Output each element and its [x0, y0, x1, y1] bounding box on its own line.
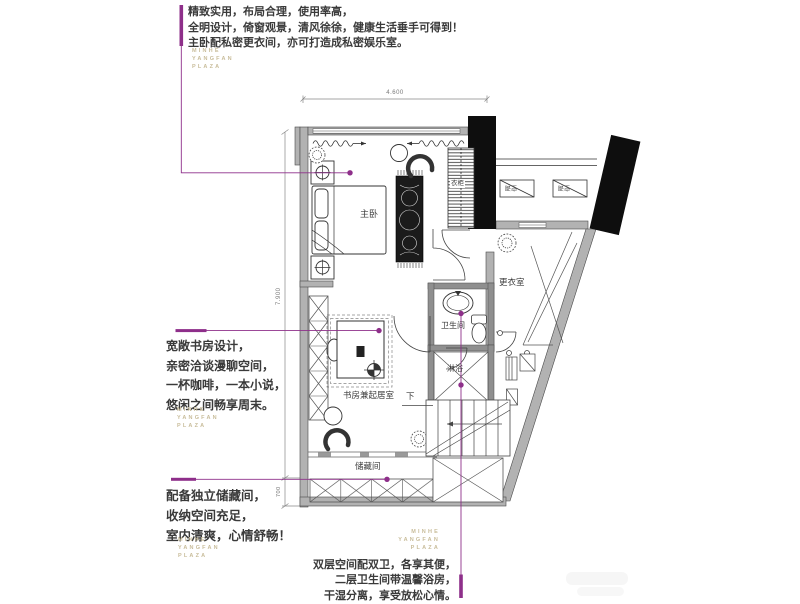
leader-lines: [171, 5, 464, 598]
room-label-master-bedroom: 主卧: [360, 209, 379, 219]
annotation-line: 双层空间配双卫，各享其便，: [313, 559, 456, 571]
room-label-storage: 储藏间: [355, 461, 381, 471]
study-furniture: [326, 314, 393, 388]
bedroom-rug: [395, 170, 424, 268]
annotation-line: 宽敞书房设计，: [166, 339, 251, 353]
faint-watermark: [566, 572, 628, 596]
bedroom-seating: [390, 144, 435, 179]
toilet-bowl: [471, 322, 487, 344]
room-label-bathroom: 卫生间: [441, 321, 465, 330]
leader-master: [180, 46, 349, 174]
plant-bedroom: [308, 146, 326, 164]
annotation-line: 亲密洽谈漫聊空间，: [166, 358, 275, 373]
accent-bar-bathroom: [459, 574, 463, 598]
annotation-block-storage: 配备独立储藏间， 收纳空间充足， 室内清爽，心情舒畅！: [166, 486, 291, 546]
utility-fixtures: [505, 353, 536, 406]
wall-left: [299, 126, 309, 508]
annotation-line: 主卧配私密更衣间，亦可打造成私密娱乐室。: [188, 37, 408, 49]
bed: [310, 160, 387, 280]
room-label-stairs-down: 下: [406, 391, 415, 401]
annotation-line: 悠闲之间畅享周末。: [166, 397, 275, 412]
annotation-block-master: 精致实用，布局合理，使用率高， 全明设计，倚窗观景，清风徐徐，健康生活垂手可得到…: [188, 5, 463, 52]
curtains: [312, 140, 465, 147]
balcony: [496, 158, 597, 198]
doors: [393, 229, 530, 370]
bookshelf-strip: [308, 295, 329, 421]
room-label-study-living: 书房兼起居室: [343, 390, 395, 400]
dimension-lines: [281, 95, 490, 509]
room-label-ac-1: 空调: [505, 184, 518, 190]
door-bedroom: [432, 229, 466, 281]
wardrobe: [447, 147, 475, 229]
pillow: [314, 220, 329, 251]
annotation-line: 全明设计，倚窗观景，清风徐徐，健康生活垂手可得到！: [188, 21, 463, 34]
low-wall: [308, 451, 437, 458]
annotation-line: 室内清爽，心情舒畅！: [166, 529, 292, 543]
black-columns: [468, 116, 641, 236]
storage-cabinets: [309, 457, 504, 503]
annotation-line: 精致实用，布局合理，使用率高，: [188, 6, 353, 18]
side-table: [390, 144, 408, 162]
compass-symbol: [364, 360, 384, 380]
door-hall: [441, 229, 471, 259]
watermark-logo-top: MINHE YANGFAN PLAZA: [192, 48, 234, 70]
column-right-slanted: [589, 134, 641, 236]
plant-stairs: [410, 430, 428, 448]
laptop: [356, 346, 365, 357]
dimension-label-top: 4.600: [386, 90, 404, 96]
room-label-dressing-room: 更衣室: [499, 277, 525, 287]
door-corridor: [393, 315, 431, 353]
bathroom-fixtures: [442, 291, 487, 344]
annotation-line: 收纳空间充足，: [166, 509, 254, 523]
room-label-wardrobe: 衣柜: [450, 180, 465, 188]
room-label-ac-2: 空调: [558, 184, 571, 190]
plant-dressing: [497, 233, 517, 253]
stairs: [402, 399, 511, 457]
room-label-shower: 淋浴: [447, 364, 463, 373]
armchair: [405, 154, 435, 179]
void-bracing: [522, 231, 578, 346]
annotation-block-bathroom: 双层空间配双卫，各享其便， 二层卫生间带温馨浴房， 干湿分离，享受放松心情。: [300, 558, 456, 604]
annotation-line: 配备独立储藏间，: [166, 489, 267, 503]
annotation-line: 干湿分离，享受放松心情。: [324, 589, 456, 602]
round-table: [323, 406, 343, 426]
annotation-block-study: 宽敞书房设计， 亲密洽谈漫聊空间， 一杯咖啡，一本小说， 悠闲之间畅享周末。: [166, 337, 286, 415]
dimension-label-left: 7.900: [276, 287, 282, 305]
tap: [455, 291, 461, 296]
windows: [308, 128, 547, 458]
lounge-corner: [323, 406, 351, 452]
annotation-line: 二层卫生间带温馨浴房，: [335, 574, 456, 587]
pillow: [314, 188, 329, 219]
watermark-logo-study: MINHE YANGFAN PLAZA: [177, 407, 219, 429]
watermark-logo-storage: MINHE YANGFAN PLAZA: [178, 537, 220, 559]
dimension-label-left-bottom: 700: [276, 486, 282, 497]
watermark-logo-bathroom: MINHE YANGFAN PLAZA: [398, 529, 440, 551]
annotation-line: 一杯咖啡，一本小说，: [166, 378, 287, 392]
lounge-chair: [323, 428, 351, 452]
accent-bar-top: [179, 5, 184, 46]
